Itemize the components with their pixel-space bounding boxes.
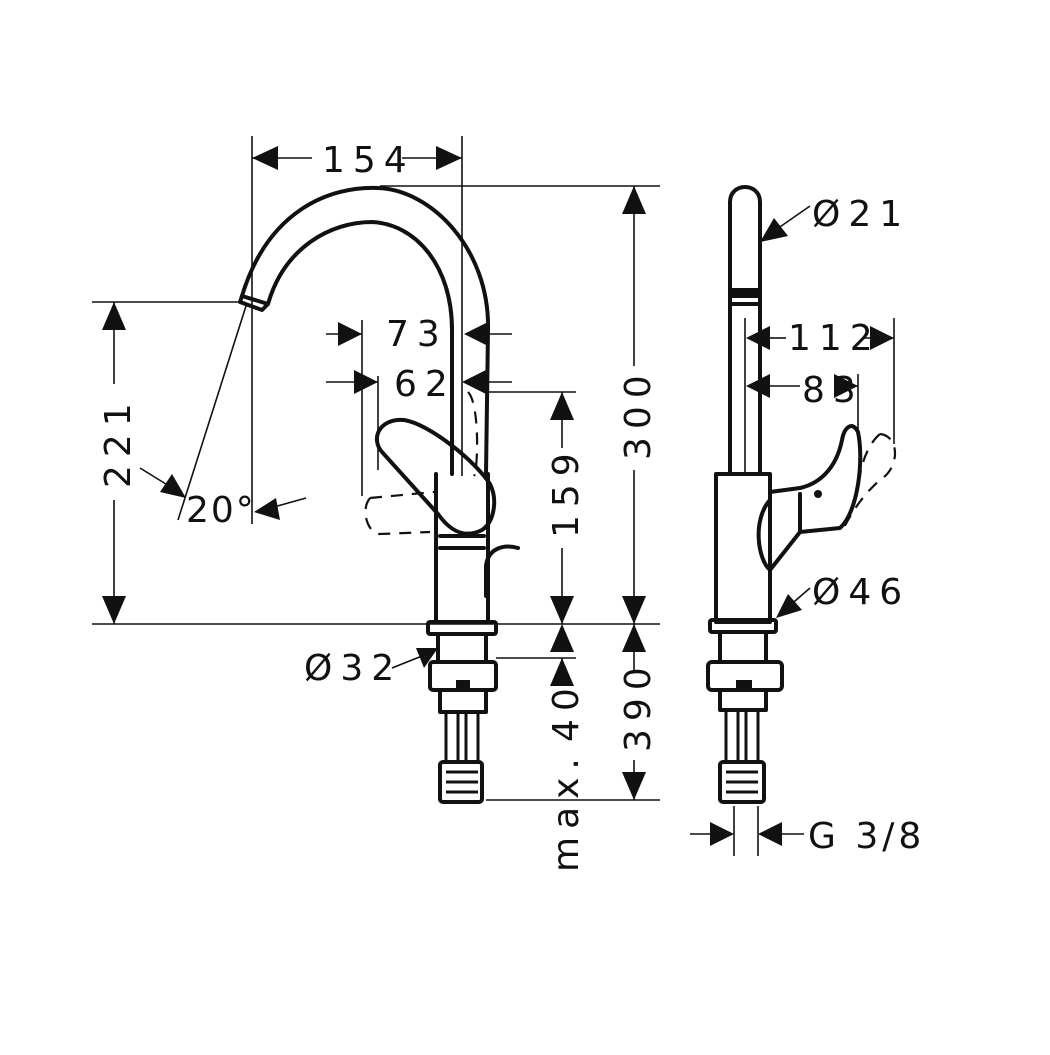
side-lever-alt-position [840, 432, 896, 533]
side-hose-left [724, 708, 740, 764]
dim-300: 300 [618, 186, 659, 624]
side-body [714, 472, 772, 624]
label-221: 221 [98, 395, 139, 488]
dim-diameter-21: Ø21 [760, 194, 910, 242]
dim-221: 221 [98, 302, 139, 624]
side-view: Ø21 112 83 Ø46 [690, 185, 925, 857]
side-hose-right [744, 708, 760, 764]
label-154: 154 [322, 140, 415, 181]
spout-outer-outline [240, 185, 491, 476]
label-159: 159 [546, 445, 587, 538]
dim-diameter-32: Ø32 [304, 648, 438, 689]
dim-112: 112 [746, 318, 894, 359]
side-outlet [732, 288, 758, 298]
popup-rod [484, 544, 520, 598]
label-73: 73 [386, 314, 448, 355]
dim-159: 159 [546, 392, 587, 624]
dim-thread-g38: G 3/8 [690, 816, 925, 857]
label-40: 40 [546, 680, 587, 742]
label-83: 83 [802, 370, 864, 411]
dim-83: 83 [746, 370, 864, 411]
dim-62: 62 [326, 364, 512, 405]
spout-inner-outline [266, 220, 454, 476]
lever-handle [375, 417, 497, 536]
label-112: 112 [788, 318, 881, 359]
label-max: max. [546, 750, 587, 872]
side-lever-handle [756, 424, 863, 572]
dim-73: 73 [326, 314, 512, 355]
side-spout [728, 185, 762, 476]
dim-40: 40 max. [546, 624, 587, 872]
label-390: 390 [618, 659, 659, 752]
label-diameter-32: Ø32 [304, 648, 402, 689]
dim-angle-20: 20° [139, 467, 307, 531]
supply-hose-left [444, 710, 460, 764]
label-20-deg: 20° [186, 490, 256, 531]
front-view: 154 73 62 221 [92, 136, 660, 872]
label-thread-g38: G 3/8 [808, 816, 925, 857]
dim-390: 390 [618, 624, 659, 800]
lever-alt-position [364, 391, 479, 536]
label-diameter-46: Ø46 [812, 572, 910, 613]
label-62: 62 [394, 364, 456, 405]
supply-hose-right [464, 710, 480, 764]
dim-diameter-46: Ø46 [776, 572, 910, 618]
spout-outlet [238, 294, 270, 312]
label-300: 300 [618, 367, 659, 460]
dim-154: 154 [252, 140, 462, 181]
label-diameter-21: Ø21 [812, 194, 910, 235]
